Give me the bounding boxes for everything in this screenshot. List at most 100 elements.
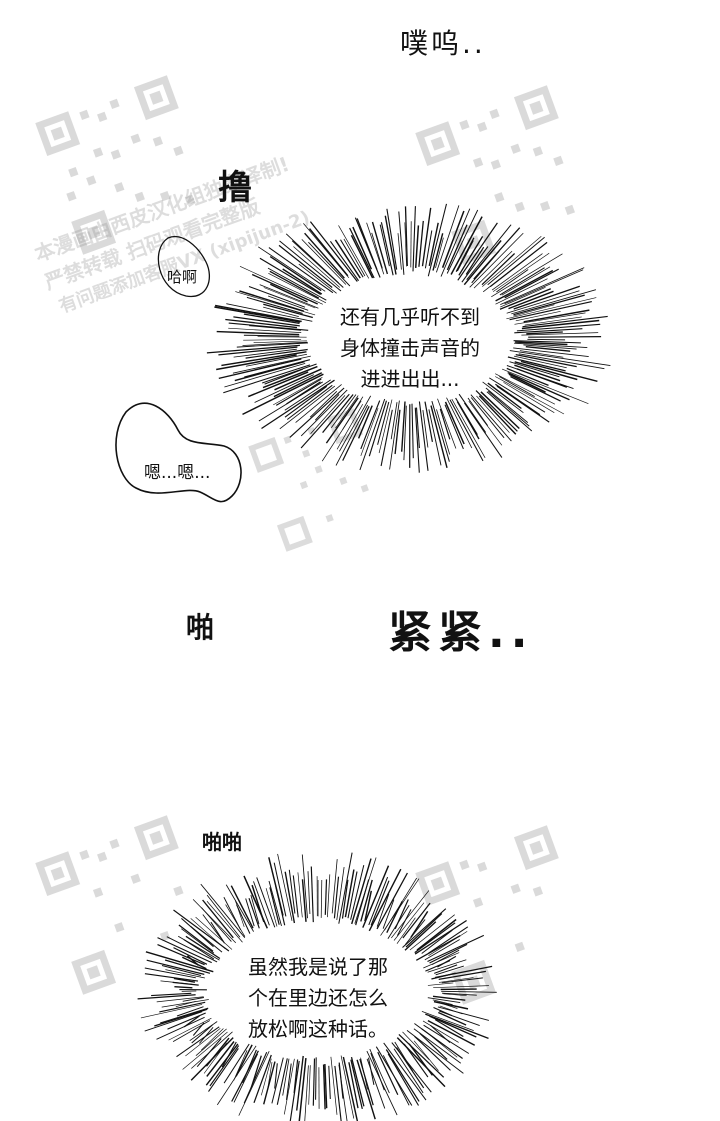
burst-line: [504, 269, 584, 305]
burst-line: [513, 340, 581, 344]
burst-line: [496, 385, 550, 423]
burst-line: [242, 341, 308, 346]
burst-line: [144, 967, 196, 979]
burst-line: [513, 285, 581, 310]
burst-line: [431, 400, 450, 462]
burst-line: [491, 253, 563, 298]
burst-line: [418, 220, 424, 267]
burst-line: [519, 350, 564, 358]
burst-line: [391, 890, 430, 939]
burst-line: [308, 228, 349, 277]
burst-line: [351, 858, 372, 925]
burst-line: [416, 918, 457, 951]
burst-line: [284, 385, 328, 418]
burst-line: [387, 1053, 419, 1106]
burst-line: [242, 1049, 257, 1084]
burst-line: [253, 340, 307, 344]
burst-line: [499, 267, 545, 296]
burst-line: [396, 909, 412, 936]
burst-line: [513, 294, 585, 316]
burst-line: [433, 1000, 469, 1010]
burst-line: [268, 273, 327, 304]
burst-line: [356, 218, 378, 270]
burst-line: [263, 1061, 276, 1105]
burst-line: [424, 401, 433, 443]
burst-line: [413, 1040, 439, 1071]
burst-line: [386, 901, 403, 933]
sfx-lu: 撸: [218, 168, 252, 208]
burst-line: [236, 342, 309, 348]
burst-line: [301, 879, 307, 922]
burst-line: [264, 368, 304, 385]
burst-line: [273, 377, 323, 406]
burst-line: [218, 346, 298, 356]
bubble-1-line-1: 还有几乎听不到: [340, 305, 480, 329]
burst-line: [368, 876, 389, 926]
burst-line: [434, 1019, 464, 1037]
burst-line: [450, 216, 483, 275]
burst-line: [343, 238, 366, 277]
burst-line: [513, 304, 555, 317]
bubble-text-2: 虽然我是说了那 个在里边还怎么 放松啊这种话。: [208, 952, 428, 1045]
burst-line: [516, 323, 601, 332]
burst-line: [190, 918, 226, 949]
burst-line: [324, 879, 328, 915]
burst-line: [239, 290, 305, 312]
burst-line: [145, 951, 214, 973]
burst-line: [478, 395, 517, 435]
burst-line: [402, 902, 431, 939]
burst-line: [457, 222, 498, 281]
burst-line: [429, 1015, 477, 1038]
burst-line: [154, 1008, 208, 1027]
burst-line: [482, 252, 534, 293]
burst-line: [242, 373, 324, 416]
burst-line: [427, 203, 448, 277]
burst-line: [500, 267, 585, 305]
burst-line: [421, 207, 432, 267]
burst-line: [338, 1064, 348, 1121]
burst-line: [405, 913, 443, 948]
burst-line: [465, 246, 485, 275]
burst-line: [308, 241, 351, 287]
burst-line: [439, 1002, 458, 1009]
burst-line: [250, 1055, 262, 1089]
burst-line: [403, 405, 407, 461]
burst-line: [233, 348, 297, 358]
burst-line: [409, 914, 455, 951]
burst-line: [223, 364, 311, 394]
burst-line: [503, 382, 555, 413]
burst-line: [481, 253, 516, 286]
burst-line: [344, 869, 355, 918]
burst-line: [438, 1011, 467, 1026]
burst-line: [292, 875, 299, 918]
burst-line: [433, 985, 489, 989]
burst-line: [396, 917, 416, 944]
burst-line: [334, 239, 361, 279]
burst-line: [446, 397, 473, 449]
burst-line: [209, 1045, 240, 1087]
burst-line: [380, 409, 393, 467]
burst-line: [427, 1019, 476, 1046]
burst-line: [518, 353, 605, 370]
burst-line: [513, 355, 567, 369]
burst-line: [274, 1063, 278, 1089]
burst-line: [186, 955, 199, 966]
burst-line: [443, 993, 467, 997]
burst-line: [307, 871, 311, 915]
burst-line: [385, 1049, 420, 1102]
burst-line: [165, 969, 205, 979]
burst-line: [362, 865, 390, 928]
burst-line: [206, 1041, 235, 1077]
burst-line: [525, 346, 571, 352]
burst-line: [390, 402, 398, 440]
burst-line: [508, 290, 554, 310]
burst-line: [185, 935, 221, 960]
burst-line: [181, 956, 207, 970]
burst-line: [496, 269, 529, 293]
burst-line: [263, 287, 316, 309]
burst-line: [340, 239, 364, 278]
burst-line: [469, 232, 524, 288]
burst-line: [261, 379, 335, 430]
burst-line: [286, 384, 333, 420]
burst-line: [428, 926, 469, 954]
